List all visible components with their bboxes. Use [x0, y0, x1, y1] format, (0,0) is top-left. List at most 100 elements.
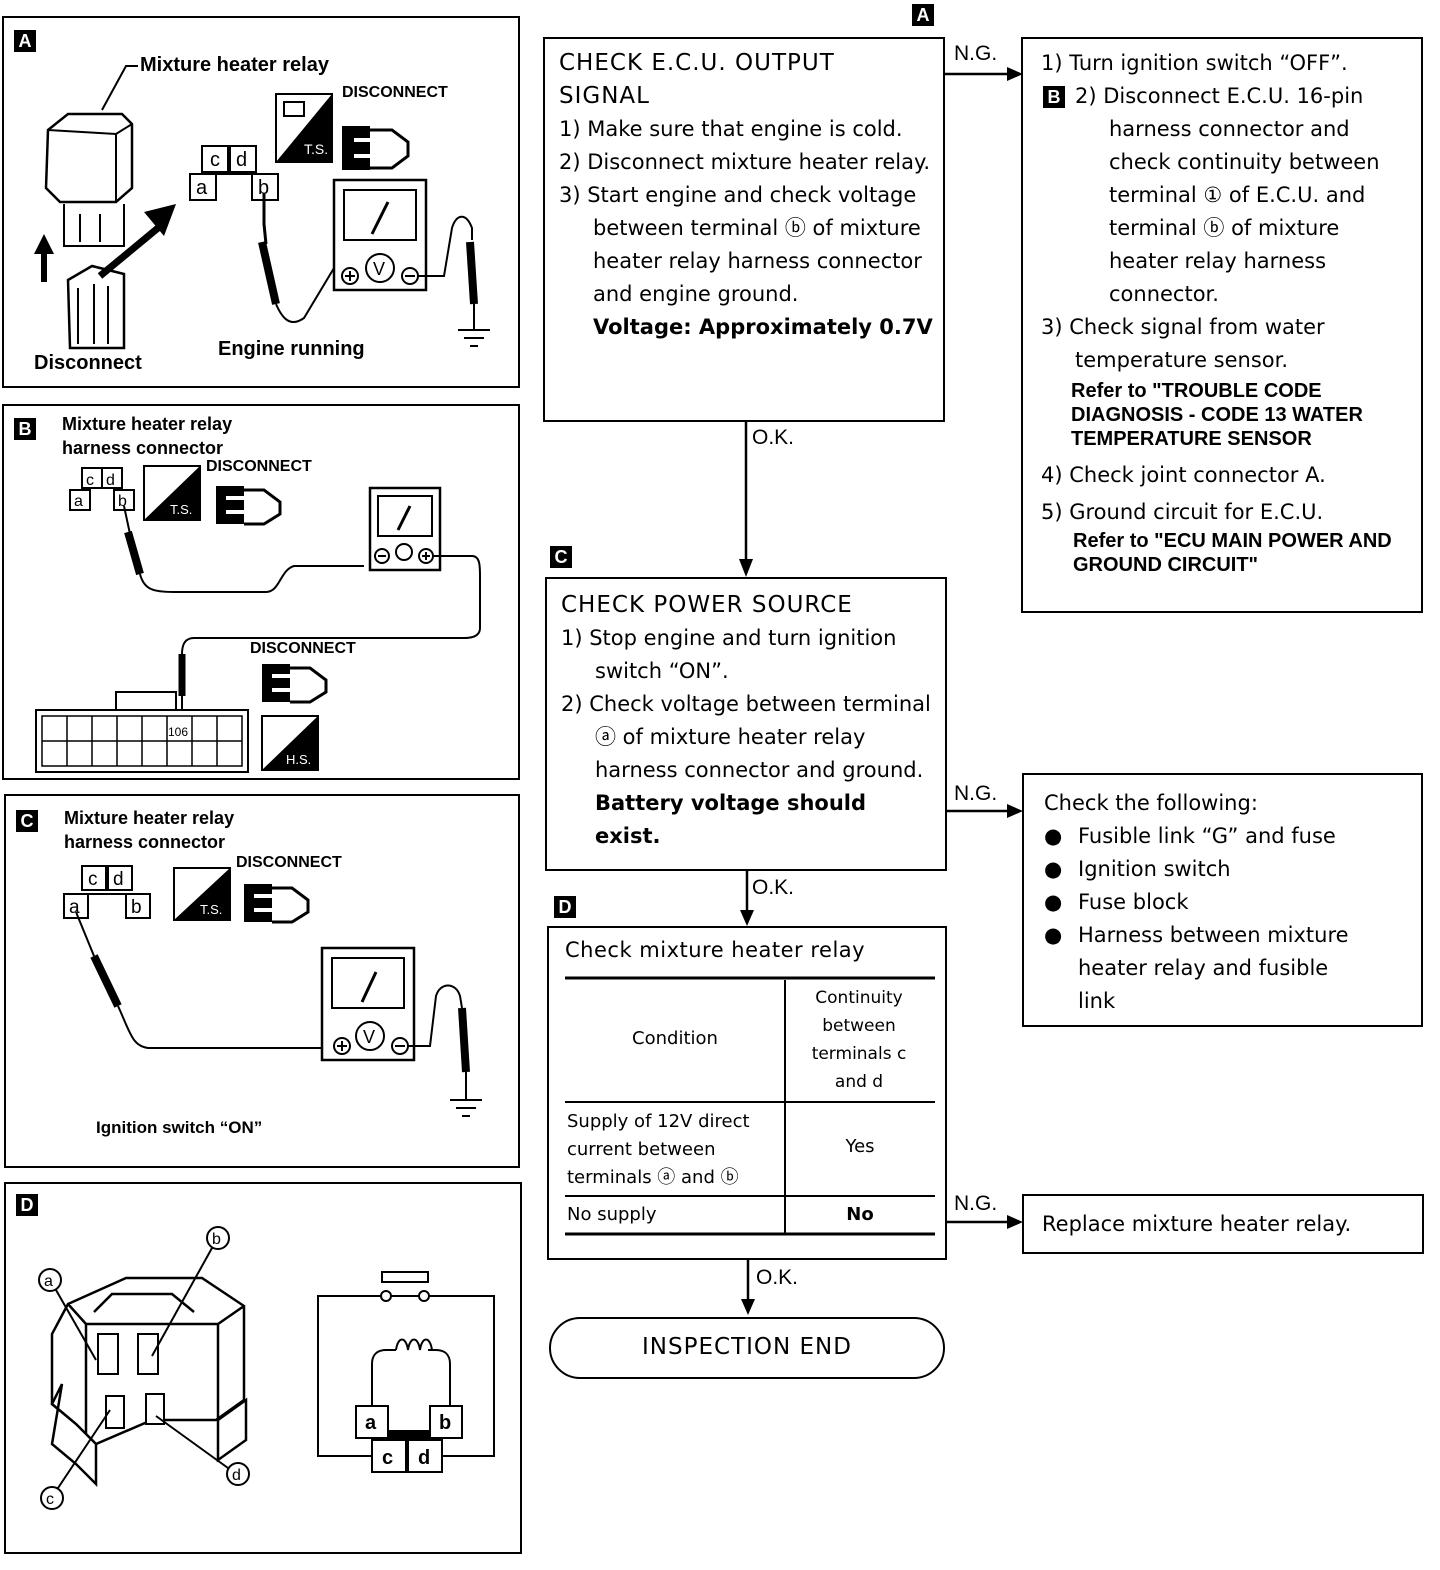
step-d-row2-condition: No supply	[567, 1204, 657, 1225]
panel-c-ts-text: T.S.	[200, 902, 222, 917]
flow-top-badge: A	[912, 4, 934, 26]
step-d-row1-condition: Supply of 12V direct current between ter…	[567, 1111, 750, 1188]
step-d-row2-result: No	[846, 1204, 874, 1225]
ng-c-bullet-3-text: Fuse block	[1078, 890, 1189, 914]
bullet-icon: ●	[1044, 857, 1063, 881]
inspection-end-label: INSPECTION END	[642, 1334, 852, 1360]
step-c-item-2: 2) Check voltage between terminal ⓐ of m…	[561, 692, 931, 782]
ok-arrow-3	[741, 1259, 755, 1315]
ng-c-bullet-2-text: Ignition switch	[1078, 857, 1231, 881]
panel-a-pin-c: c	[210, 149, 220, 171]
step-d-col1-header: Condition	[632, 1028, 718, 1049]
step-a-heading-2: SIGNAL	[559, 83, 650, 109]
bullet-icon: ●	[1044, 824, 1063, 848]
panel-d-schematic-a: a	[365, 1412, 377, 1434]
ng-c-heading: Check the following:	[1044, 791, 1258, 815]
ng-arrow-c	[947, 804, 1023, 818]
panel-d-schematic-c: c	[382, 1447, 393, 1469]
ng-label-d: N.G.	[954, 1192, 998, 1215]
panel-a-ts-text: T.S.	[304, 141, 328, 157]
step-d-box: Check mixture heater relay Condition Con…	[547, 926, 947, 1260]
svg-text:d: d	[106, 472, 115, 489]
inspection-end: INSPECTION END	[549, 1317, 945, 1379]
panel-d-callout-c: c	[46, 1491, 54, 1508]
ng-label-c: N.G.	[954, 782, 998, 805]
panel-c-title-1: Mixture heater relay	[64, 808, 235, 828]
panel-a-pin-b: b	[258, 177, 269, 199]
svg-text:c: c	[86, 472, 94, 489]
svg-text:a: a	[74, 493, 83, 510]
ng-d-text: Replace mixture heater relay.	[1042, 1212, 1352, 1236]
panel-d-callout-d: d	[232, 1467, 241, 1484]
ok-label-2: O.K.	[752, 876, 795, 899]
ng-a-item-1: 1) Turn ignition switch “OFF”.	[1041, 51, 1348, 75]
bullet-icon: ●	[1044, 923, 1063, 947]
svg-text:a: a	[69, 897, 80, 918]
panel-b-title-2: harness connector	[62, 438, 224, 458]
step-d-row1-result: Yes	[845, 1136, 875, 1157]
step-d-badge: D	[554, 896, 576, 918]
step-c-badge: C	[550, 546, 572, 568]
panel-b-title-1: Mixture heater relay	[62, 414, 233, 434]
bullet-icon: ●	[1044, 890, 1063, 914]
ng-a-box: 1) Turn ignition switch “OFF”. B 2) Disc…	[1021, 37, 1423, 613]
panel-d-callout-a: a	[44, 1273, 53, 1290]
panel-c-drawing: c d a b T.S. V	[63, 865, 482, 1117]
ng-a-item-5-ref: Refer to "ECU MAIN POWER AND GROUND CIRC…	[1073, 530, 1392, 576]
step-a-heading-1: CHECK E.C.U. OUTPUT	[559, 50, 835, 76]
ng-d-box: Replace mixture heater relay.	[1022, 1194, 1424, 1254]
ok-label-3: O.K.	[756, 1266, 799, 1289]
panel-c-disconnect: DISCONNECT	[236, 854, 342, 871]
panel-d-drawing: a b c d a b c d	[38, 1226, 495, 1510]
ng-label-a: N.G.	[954, 42, 998, 65]
ng-a-item-2-badge: B	[1043, 86, 1065, 108]
step-a-item-3: 3) Start engine and check voltage betwee…	[559, 183, 922, 306]
panel-a: A Mixture heater relay DISCONNECT Discon…	[2, 16, 520, 388]
ng-a-item-5: 5) Ground circuit for E.C.U.	[1041, 500, 1324, 524]
panel-a-bottom-label: Engine running	[218, 338, 365, 360]
panel-c-badge: C	[16, 810, 38, 832]
ng-c-bullet-4: ● Harness between mixture heater relay a…	[1044, 919, 1413, 1018]
ng-a-item-2: 2) Disconnect E.C.U. 16-pin harness conn…	[1075, 84, 1380, 306]
ng-c-bullet-1: ● Fusible link “G” and fuse	[1044, 820, 1413, 853]
ng-c-bullet-4-text: Harness between mixture heater relay and…	[1078, 923, 1349, 1013]
ok-arrow-1	[739, 421, 753, 577]
step-d-heading: Check mixture heater relay	[565, 938, 866, 962]
panel-c: C Mixture heater relay harness connector…	[4, 794, 520, 1168]
step-c-note: Battery voltage should exist.	[595, 791, 867, 848]
ng-a-item-4: 4) Check joint connector A.	[1041, 463, 1326, 487]
svg-text:V: V	[363, 1027, 375, 1047]
panel-d-schematic-b: b	[439, 1412, 451, 1434]
step-c-item-1: 1) Stop engine and turn ignition switch …	[561, 626, 897, 683]
ng-c-box: Check the following: ● Fusible link “G” …	[1022, 773, 1423, 1027]
ng-a-item-3-ref: Refer to "TROUBLE CODE DIAGNOSIS - CODE …	[1071, 380, 1363, 450]
panel-b-terminal-106: 106	[168, 725, 188, 739]
step-c-heading: CHECK POWER SOURCE	[561, 592, 853, 618]
panel-b-disconnect-bottom: DISCONNECT	[250, 640, 356, 657]
step-c-box: CHECK POWER SOURCE 1) Stop engine and tu…	[545, 577, 947, 871]
panel-a-left-label: Disconnect	[34, 352, 142, 374]
panel-b-hs-text: H.S.	[286, 752, 311, 767]
panel-d: D a b c d	[4, 1182, 522, 1554]
panel-b-badge: B	[14, 418, 36, 440]
svg-text:b: b	[131, 897, 142, 918]
ng-c-bullet-1-text: Fusible link “G” and fuse	[1078, 824, 1336, 848]
svg-text:c: c	[88, 869, 98, 890]
panel-b-drawing: c d a b T.S. 1	[35, 465, 481, 773]
ng-arrow-d	[947, 1215, 1023, 1229]
ng-c-bullet-3: ● Fuse block	[1044, 886, 1413, 919]
panel-a-title: Mixture heater relay	[140, 54, 329, 76]
ng-arrow-a	[945, 67, 1023, 81]
panel-c-bottom-label: Ignition switch “ON”	[96, 1118, 263, 1137]
panel-a-badge: A	[14, 30, 36, 52]
ng-c-bullet-2: ● Ignition switch	[1044, 853, 1413, 886]
ok-label-1: O.K.	[752, 426, 795, 449]
panel-d-schematic-d: d	[418, 1447, 430, 1469]
step-d-table-lines	[565, 976, 935, 1236]
panel-a-drawing: c d a b T.S. V	[34, 65, 490, 350]
svg-text:d: d	[113, 869, 124, 890]
svg-text:b: b	[118, 493, 127, 510]
panel-a-pin-d: d	[236, 149, 247, 171]
ok-arrow-2	[740, 870, 754, 926]
step-a-item-2: 2) Disconnect mixture heater relay.	[559, 150, 931, 174]
